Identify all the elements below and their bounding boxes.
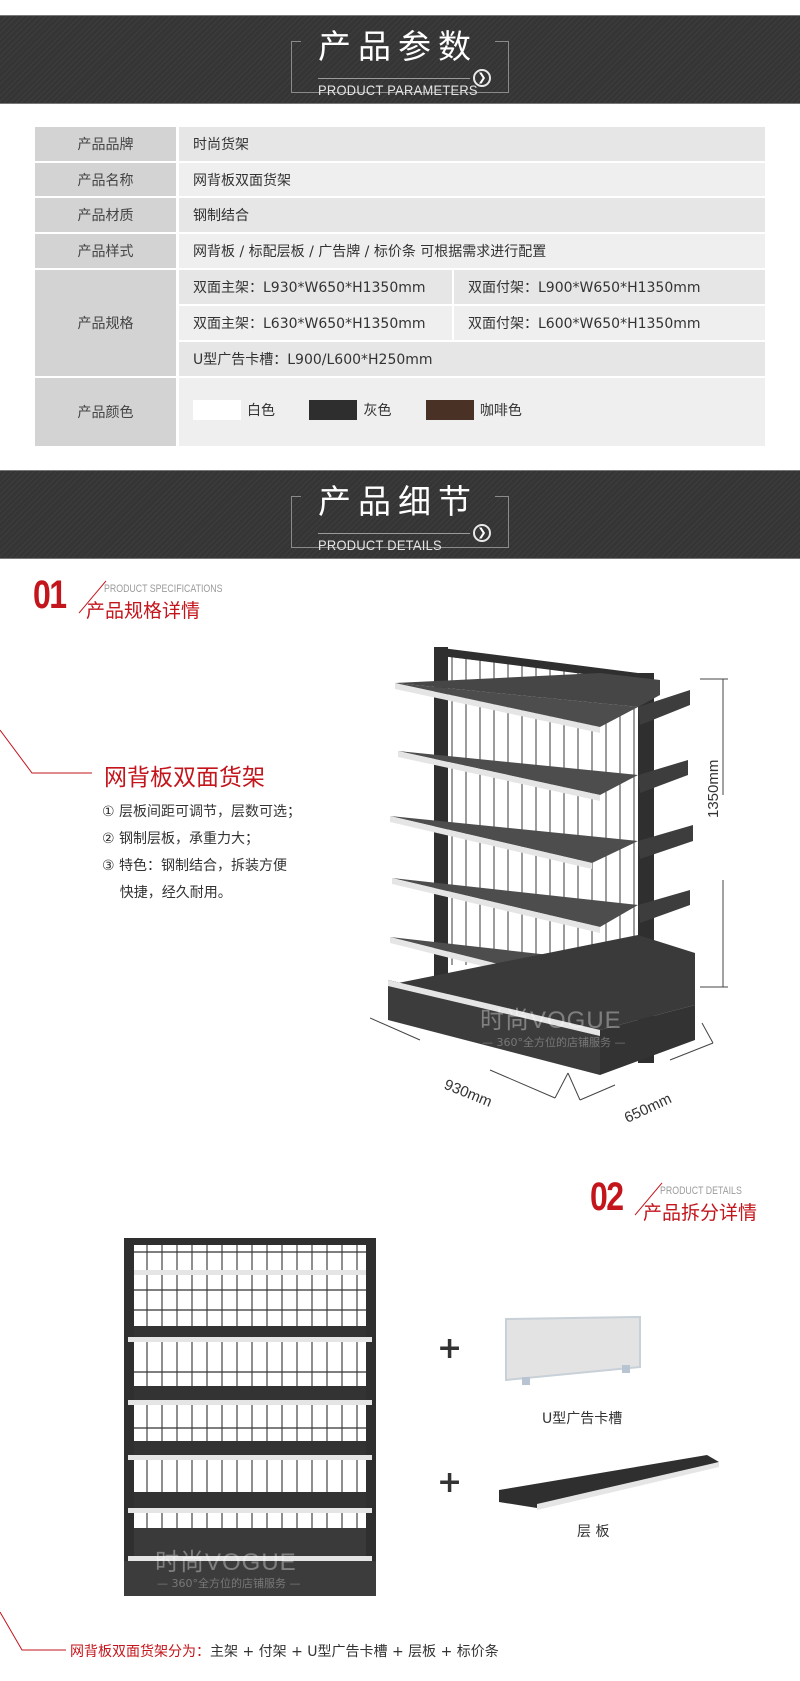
table-row-spec: U型广告卡槽：L900/L600*H250mm	[35, 342, 765, 378]
color-option-coffee: 咖啡色	[425, 400, 522, 420]
chevron-right-circle-icon: ❯	[473, 524, 491, 542]
part-label: U型广告卡槽	[542, 1411, 623, 1427]
row-label: 产品名称	[35, 163, 179, 198]
banner-title-en: PRODUCT DETAILS	[318, 537, 442, 553]
row-label: 产品颜色	[35, 378, 179, 448]
shelf-illustration-front	[124, 1238, 376, 1596]
table-row-style: 产品样式 网背板 / 标配层板 / 广告牌 / 标价条 可根据需求进行配置	[35, 234, 765, 270]
detail-title-en: PRODUCT SPECIFICATIONS	[104, 583, 223, 595]
part-label: 层 板	[577, 1524, 610, 1540]
row-label: 产品规格	[35, 270, 179, 378]
table-row-name: 产品名称 网背板双面货架	[35, 163, 765, 198]
row-value: 时尚货架	[179, 127, 765, 163]
spec-cell: 双面付架：L600*W650*H1350mm	[454, 306, 765, 342]
feature-item: ① 层板间距可调节，层数可选；	[102, 804, 302, 820]
banner-title-en: PRODUCT PARAMETERS	[318, 82, 478, 98]
color-name: 灰色	[363, 403, 392, 419]
detail-title-cn: 产品拆分详情	[643, 1202, 758, 1224]
parts-summary: 网背板双面货架分为：主架 + 付架 + U型广告卡槽 + 层板 + 标价条	[70, 1641, 499, 1661]
parameters-banner: 产品参数 PRODUCT PARAMETERS ❯	[0, 15, 800, 104]
detail-title-cn: 产品规格详情	[86, 600, 201, 622]
details-banner: 产品细节 PRODUCT DETAILS ❯	[0, 470, 800, 559]
shelf-illustration-assembled	[370, 647, 728, 1101]
detail-number: 02	[590, 1175, 624, 1219]
table-row-colors: 产品颜色 白色 灰色 咖啡色	[35, 378, 765, 448]
shelf-board-image	[499, 1455, 719, 1510]
product-name: 网背板双面货架	[104, 765, 265, 791]
watermark: 时尚VOGUE	[155, 1549, 297, 1576]
chevron-right-circle-icon: ❯	[473, 69, 491, 87]
spec-cell: 双面主架：L630*W650*H1350mm	[179, 306, 454, 342]
feature-item: 快捷，经久耐用。	[102, 885, 232, 901]
table-row-material: 产品材质 钢制结合	[35, 198, 765, 234]
watermark-subtitle: — 360°全方位的店铺服务 —	[482, 1036, 626, 1049]
color-name: 白色	[247, 403, 275, 419]
feature-item: ② 钢制层板，承重力大；	[102, 831, 260, 847]
row-value: 钢制结合	[179, 198, 765, 234]
summary-label: 网背板双面货架分为：	[70, 1644, 210, 1660]
callout-line	[0, 729, 92, 774]
spec-cell: 双面主架：L930*W650*H1350mm	[179, 270, 454, 306]
banner-divider	[318, 533, 470, 534]
color-swatch	[193, 400, 241, 420]
color-option-white: 白色	[193, 400, 275, 420]
color-options: 白色 灰色 咖啡色	[179, 378, 765, 448]
table-row-brand: 产品品牌 时尚货架	[35, 127, 765, 163]
u-ad-slot-image	[505, 1315, 641, 1385]
banner-frame	[291, 496, 509, 548]
row-value: 网背板 / 标配层板 / 广告牌 / 标价条 可根据需求进行配置	[179, 234, 765, 270]
banner-title-cn: 产品参数	[318, 27, 478, 66]
row-label: 产品样式	[35, 234, 179, 270]
banner-title-cn: 产品细节	[318, 482, 478, 521]
detail-number: 01	[33, 573, 67, 617]
parameters-table: 产品品牌 时尚货架 产品名称 网背板双面货架 产品材质 钢制结合 产品样式 网背…	[35, 127, 765, 448]
feature-item: ③ 特色：钢制结合，拆装方便	[102, 858, 288, 874]
banner-divider	[318, 78, 470, 79]
table-row-spec: 双面主架：L630*W650*H1350mm 双面付架：L600*W650*H1…	[35, 306, 765, 342]
plus-icon: +	[437, 1465, 463, 1500]
watermark-subtitle: — 360°全方位的店铺服务 —	[157, 1577, 301, 1590]
summary-parts: 主架 + 付架 + U型广告卡槽 + 层板 + 标价条	[210, 1644, 499, 1660]
plus-icon: +	[437, 1331, 463, 1366]
color-option-gray: 灰色	[309, 400, 391, 420]
callout-line	[0, 1611, 66, 1651]
row-value: 网背板双面货架	[179, 163, 765, 198]
spec-cell: U型广告卡槽：L900/L600*H250mm	[179, 342, 765, 378]
row-label: 产品品牌	[35, 127, 179, 163]
color-swatch	[425, 400, 474, 420]
banner-frame	[291, 41, 509, 93]
watermark: 时尚VOGUE	[480, 1007, 622, 1034]
height-dimension: 1350mm	[705, 759, 722, 818]
spec-cell: 双面付架：L900*W650*H1350mm	[454, 270, 765, 306]
table-row-spec: 产品规格 双面主架：L930*W650*H1350mm 双面付架：L900*W6…	[35, 270, 765, 378]
color-name: 咖啡色	[479, 403, 522, 419]
color-swatch	[309, 400, 358, 420]
row-label: 产品材质	[35, 198, 179, 234]
detail-title-en: PRODUCT DETAILS	[660, 1185, 742, 1197]
